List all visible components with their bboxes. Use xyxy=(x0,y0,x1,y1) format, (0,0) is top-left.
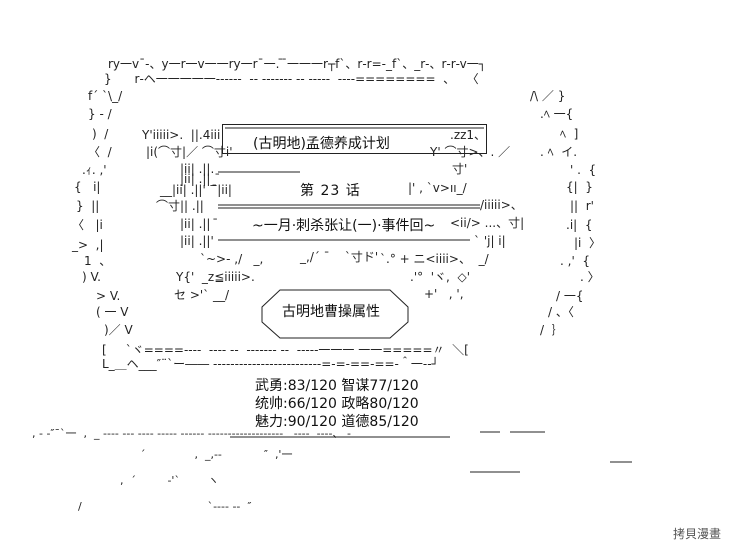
art-right-7: ` 'j| i| xyxy=(474,234,506,248)
frame-left-i: _> ,| xyxy=(72,238,104,252)
art-right-5: /iiiii>、 xyxy=(480,198,523,212)
art-right-10: +' , ', xyxy=(424,287,464,301)
frame-right-f: {| } xyxy=(566,180,593,194)
frame-right-k: . 〉 xyxy=(580,270,600,284)
frame-left-a: f´ `\_/ xyxy=(88,89,123,103)
ground-line-3: , ´ ‐'` ヽ xyxy=(120,474,219,487)
frame-right-i: |i 〉 xyxy=(574,236,602,250)
episode-subtitle: ~一月·刺杀张让(一)·事件回~ xyxy=(252,218,436,234)
art-right-1: .zz1、 xyxy=(450,128,487,142)
art-right-6: <ii/> ...、寸| xyxy=(450,216,525,230)
stats-panel: 武勇:83/120 智谋77/120 统帅:66/120 政略80/120 魅力… xyxy=(255,377,419,431)
frame-right-l: / 一{ xyxy=(556,289,584,303)
title-box: (古明地)孟德养成计划 xyxy=(222,124,487,154)
art-line-9: `~>‐ ,/ _, xyxy=(200,252,264,266)
stat-line-1: 武勇:83/120 智谋77/120 xyxy=(255,378,419,394)
frame-bottom-b: L_＿ヘ___″¨`ー―― ‐‐‐‐‐‐‐‐‐‐‐‐‐‐‐‐‐‐‐‐‐‐‐‐‐=… xyxy=(102,357,439,371)
attribute-label: 古明地曹操属性 xyxy=(282,304,380,320)
frame-bottom-a: [ `ヾ====‐‐‐‐ ‐‐‐‐ ‐‐ ‐‐‐‐‐‐‐ ‐‐ ‐‐‐‐‐一一一… xyxy=(102,343,469,357)
frame-left-d: 〈 / xyxy=(88,145,112,159)
frame-left-c: ) / xyxy=(92,127,109,141)
art-line-11: セ >'` __/ xyxy=(174,288,230,302)
frame-left-e: .ｨ. ,' xyxy=(82,163,107,177)
art-line-2: |i(⌒寸|／ ⌒寸i' xyxy=(146,145,233,159)
frame-left-l: > V. xyxy=(96,289,121,303)
frame-right-a: /\ ／ } xyxy=(530,89,566,103)
attribute-hexagon xyxy=(261,289,409,339)
art-line-1: Y'iiiii>. ||.4iii xyxy=(142,128,221,142)
frame-right-b: .ﾍ 一{ xyxy=(540,107,574,121)
art-right-9: .'° 'ヾ, ◇' xyxy=(410,270,471,284)
frame-left-j: 1 、 xyxy=(84,254,112,268)
frame-left-b: } ‐ / xyxy=(88,107,112,121)
watermark: 拷貝漫畫 xyxy=(672,527,721,541)
frame-left-g: } || xyxy=(76,199,100,213)
stat-line-3: 魅力:90/120 道德85/120 xyxy=(255,414,419,430)
chapter-label: 第 23 话 xyxy=(300,183,361,199)
game-title: (古明地)孟德养成计划 xyxy=(253,136,390,152)
frame-right-j: . ,' { xyxy=(560,254,591,268)
frame-right-h: .i| { xyxy=(566,218,593,232)
frame-left-k: ) V. xyxy=(82,270,101,284)
art-misc: _,/´ ¯ `寸ド' xyxy=(300,250,379,264)
art-line-10: Y{' _z≦iiiii>. xyxy=(176,270,255,284)
art-right-8: `.° + ニ<iiii>、 _/ xyxy=(380,252,489,266)
art-line-3: |ii| .||. xyxy=(180,162,215,176)
frame-left-n: )／ V xyxy=(104,323,133,337)
art-right-2: Y' ⌒寸>、. ／ xyxy=(430,145,511,159)
ground-line-4: / `‐‐‐‐ ‐‐ ″ xyxy=(78,500,252,513)
art-line-6: ⌒寸|| .|| xyxy=(156,199,204,213)
art-right-4: |' , `v>ıı_/ xyxy=(408,181,467,195)
frame-top-border: ry一v¯‐、y一r一v一一ry一r¯一. ̄ ̄一一一r┬f`、r‐r=‐_f… xyxy=(108,57,487,71)
frame-left-m: ( 一 V xyxy=(96,305,129,319)
frame-right-d: . ﾍ イ. xyxy=(540,145,578,159)
art-right-3: 寸' xyxy=(452,162,468,176)
frame-right-e: ' . { xyxy=(570,163,597,177)
art-line-4: |ii| .||_ ̄ xyxy=(180,172,221,186)
frame-right-m: / 、〈 xyxy=(548,305,574,319)
stat-line-2: 统帅:66/120 政略80/120 xyxy=(255,396,419,412)
art-line-5: __|ii| .||' ̄|ii| xyxy=(160,183,232,197)
frame-right-c: ﾍ ] xyxy=(560,127,579,141)
frame-left-h: 〈 |i xyxy=(72,218,103,232)
frame-row-2: } r‐ヘ一一一一一‐‐‐‐‐‐ ‐‐ ‐‐‐‐‐‐‐ ‐‐ ‐‐‐‐‐ ‐‐‐… xyxy=(104,72,479,86)
frame-right-g: || r' xyxy=(570,199,594,213)
ground-line-1: , ‐ ‐″¯`一 , _ ‐‐‐‐ ‐‐‐ ‐‐‐‐ ‐‐‐‐‐ ‐‐‐‐‐‐… xyxy=(32,427,351,440)
art-line-8: |ii| .||' xyxy=(180,234,214,248)
art-line-7: |ii| .|| ̄ xyxy=(180,217,219,231)
frame-right-n: / ｝ xyxy=(540,323,564,337)
ground-line-2: ´ , _,‐‐ ″ ,'一 xyxy=(140,448,293,461)
frame-left-f: { i| xyxy=(74,180,101,194)
